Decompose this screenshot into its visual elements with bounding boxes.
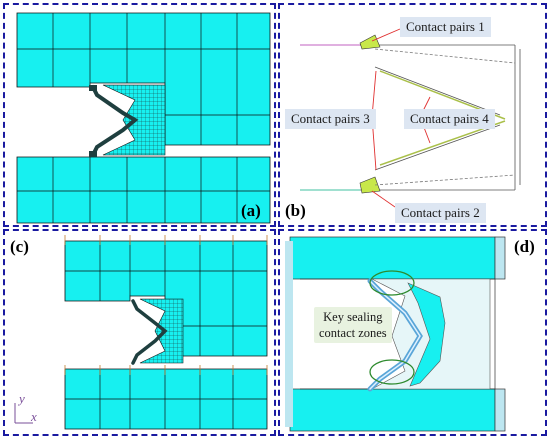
panel-c-label: (c) [10,237,29,256]
axis-y-label: y [19,391,25,406]
callout-contact-pairs-2: Contact pairs 2 [395,203,486,223]
callout-contact-pairs-3: Contact pairs 3 [285,109,376,129]
panel-b-label: (b) [285,201,306,220]
callout-contact-pairs-1: Contact pairs 1 [400,17,491,37]
panel-c-mesh [14,235,268,430]
panel-d-label: (d) [514,237,535,256]
callout-line-1: Key sealing [323,310,383,324]
panel-b: Contact pairs 1 Contact pairs 3 Contact … [278,3,547,227]
panel-d: Key sealing contact zones (d) [278,229,547,436]
panel-a: (a) [3,3,276,227]
callout-key-sealing-zones: Key sealing contact zones [314,307,392,343]
panel-a-mesh [16,12,271,224]
panel-c: y x (c) [3,229,276,436]
callout-contact-pairs-4: Contact pairs 4 [404,109,495,129]
panel-d-contour [285,236,506,432]
callout-line-2: contact zones [319,326,387,340]
axis-x-label: x [31,409,37,424]
panel-a-label: (a) [241,201,261,220]
